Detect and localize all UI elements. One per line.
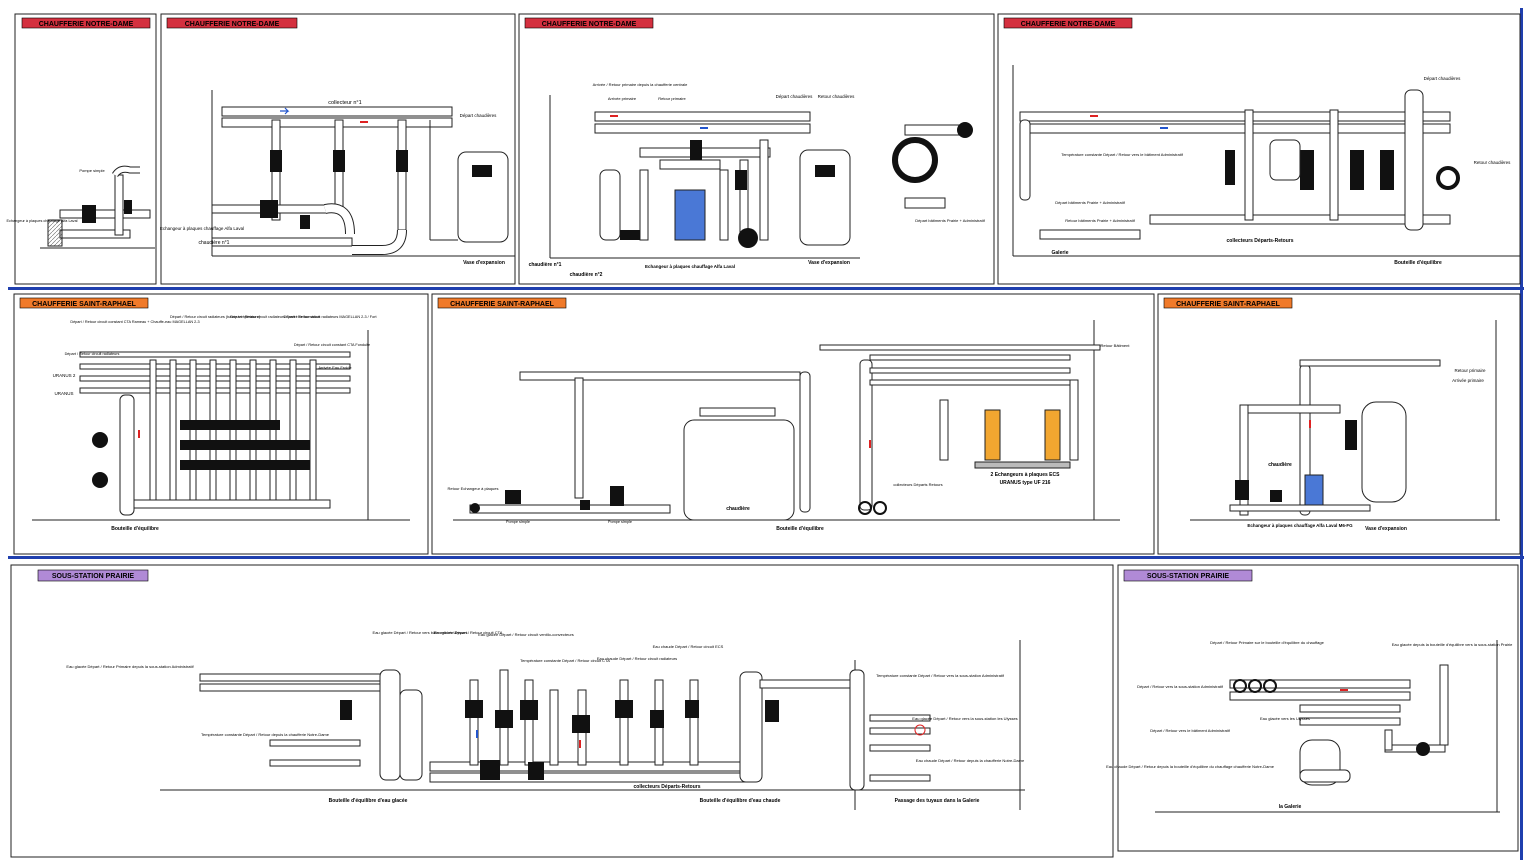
ecs-label: Eau chaude Départ / Retour circuit ECS [653,644,724,649]
section-tag: CHAUFFERIE SAINT-RAPHAEL [32,301,137,308]
depart-label: Départ chaudières [1424,76,1462,81]
collector-label: collecteur n°1 [328,100,361,106]
uranus-label: URANUS [54,391,73,396]
buildings-label: Départ bâtiments Prairie + Administratif [915,218,985,223]
chilled-top-label: Eau glacée depuis la bouteille d'équilib… [1392,642,1513,647]
exchanger-label: Echangeur à plaques chauffage Alfa Laval [160,226,244,231]
radiators-label: Eau chaude Départ / Retour circuit radia… [597,656,677,661]
primary-return-label: Retour primaire [658,96,686,101]
section-tag: SOUS-STATION PRAIRIE [52,573,135,580]
collectors-label: collecteurs Départs Retours [893,482,942,487]
chilled-ulysses-label: Eau glacée Départ / Retour vers la sous-… [912,716,1017,721]
section-tag: SOUS-STATION PRAIRIE [1147,573,1230,580]
arrival-primary-label: Arrivée primaire [1452,378,1484,383]
circuit-label-3: Départ / Retour circuit radiateurs Centr… [230,315,319,319]
row-separator-1 [8,287,1524,290]
exchanger-label: Echangeur à plaques chauffage Alfa Laval… [1247,523,1353,528]
circuit-label-5: Départ / Retour circuit constant CTA Fon… [294,343,370,347]
boiler-label: chaudière [1268,462,1292,468]
panel-prairie-1: SOUS-STATION PRAIRIE [10,564,1114,858]
vessel-label: Vase d'expansion [1365,526,1407,532]
circuit-label-1: Départ / Retour circuit constant CTA Ram… [70,320,199,324]
hot-water-label: Eau chaude Départ / Retour depuis la bou… [1106,764,1275,769]
section-tag: CHAUFFERIE NOTRE-DAME [185,21,280,28]
depart-label: Départ chaudières [776,94,814,99]
primary-label: Départ / Retour Primaire sur le bouteill… [1210,640,1324,645]
panel-saint-raphael-3: CHAUFFERIE SAINT-RAPHAEL Retour primaire… [1157,293,1521,555]
return-primary-label: Retour primaire [1454,368,1486,373]
chilled-ulysses-label: Eau glacée vers les Ulysses [1260,716,1310,721]
retour-label: Retour chaudières [818,94,856,99]
vessel-label: Vase d'expansion [808,260,850,266]
exchangers-label: 2 Echangeurs à plaques ECS [991,472,1061,478]
gallery-pass-label: Passage des tuyaux dans la Galerie [895,798,980,804]
temp-constant-label: Température constante Départ / Retour de… [201,732,330,737]
boiler-label: chaudière [726,506,750,512]
section-tag: CHAUFFERIE NOTRE-DAME [542,21,637,28]
collectors-label: collecteurs Départs-Retours [1227,238,1294,244]
bottle-label: Bouteille d'équilibre [111,526,159,532]
bottle-label: Bouteille d'équilibre [1394,260,1442,266]
flow-arrows [138,107,1348,748]
exchanger-label: Echangeur à plaques chauffage Alfa Laval [6,219,77,223]
circuit-label-6: Départ / Retour circuit radiateurs [65,352,120,356]
circuit-label-4: Départ / Retour circuit radiateurs MAGEL… [283,315,377,319]
primary-chilled-label: Eau glacée Départ / Retour Primaire depu… [66,664,194,669]
panel-prairie-2: SOUS-STATION PRAIRIE Départ / Retour Pri… [1106,564,1519,852]
admin-label: Départ / Retour vers la sous-station Adm… [1137,684,1224,689]
primary-in-label: Arrivée primaire [608,96,637,101]
pump2-label: Pompe simple [608,520,632,524]
hot-water-label: Eau chaude Départ / Retour depuis la cha… [916,758,1025,763]
pump-label: Pompe simple [79,168,105,173]
cta-chilled-label: Eau glacée Départ / Retour circuit CTA [434,630,503,635]
panel-notre-dame-1: CHAUFFERIE NOTRE-DAME Pompe simple Echan… [6,13,157,285]
ulysses-label: Eau glacée Départ / Retour vers bâtiment… [373,630,468,635]
panel-saint-raphael-1: CHAUFFERIE SAINT-RAPHAEL Départ / Retour… [13,293,429,555]
uranus-type-label: URANUS type UF 216 [1000,480,1051,486]
exchanger-label: Echangeur à plaques chauffage Alfa Laval [645,264,735,269]
section-tag: CHAUFFERIE NOTRE-DAME [1021,21,1116,28]
panel-notre-dame-4: CHAUFFERIE NOTRE-DAME Température consta… [997,13,1521,285]
temp-admin-label: Température constante Départ / Retour ve… [876,673,1005,678]
gallery-label: la Galerie [1279,804,1302,810]
depart-label: Départ chaudières [460,113,498,118]
section-tag: CHAUFFERIE NOTRE-DAME [39,21,134,28]
pump1-label: Pompe simple [506,520,530,524]
section-tag: CHAUFFERIE SAINT-RAPHAEL [1176,301,1281,308]
gallery-label: Galerie [1052,250,1069,256]
temperature-note: Température constante Départ / Retour ve… [1061,152,1184,157]
uranus2-label: URANUS 2 [53,373,76,378]
panel-notre-dame-2: CHAUFFERIE NOTRE-DAME collecteur n°1 Dép… [160,13,516,285]
boiler1-label: chaudière n°1 [529,262,562,268]
bottle-label: Bouteille d'équilibre [776,526,824,532]
admin-building-label: Départ / Retour vers le bâtiment Adminis… [1150,728,1230,733]
return-exchanger-label: Retour Echangeur à plaques [448,486,499,491]
chilled-bottle-label: Bouteille d'équilibre d'eau glacée [329,798,408,804]
right-border [1520,8,1523,860]
return-top-label: Retour Bâtiment [1101,343,1131,348]
retour-buildings-label: Retour bâtiments Prairie + Administratif [1065,218,1135,223]
cta-temp-label: Température constante Départ / Retour ci… [520,658,610,663]
boiler-label: chaudière n°1 [199,240,230,246]
cold-water-label: Arrivée Eau Froide [318,365,352,370]
hot-bottle-label: Bouteille d'équilibre d'eau chaude [700,798,781,804]
vessel-label: Vase d'expansion [463,260,505,266]
fan-coil-label: Eau glacée Départ / Retour circuit venti… [478,632,574,637]
boiler2-label: chaudière n°2 [570,272,603,278]
depart-buildings-label: Départ bâtiments Prairie + Administratif [1055,200,1125,205]
primary-note: Arrivée / Retour primaire depuis la chau… [593,82,688,87]
collectors-label: collecteurs Départs-Retours [634,784,701,790]
retour-label: Retour chaudières [1474,160,1512,165]
section-tag: CHAUFFERIE SAINT-RAPHAEL [450,301,555,308]
panel-notre-dame-3: CHAUFFERIE NOTRE-DAME Arrivée / Retour p… [518,13,995,285]
panel-saint-raphael-2: CHAUFFERIE SAINT-RAPHAEL Retour Bâtiment… [431,293,1155,555]
circuit-label-2: Départ / Retour circuit radiateurs (bass… [170,315,261,319]
row-separator-2 [8,556,1524,559]
